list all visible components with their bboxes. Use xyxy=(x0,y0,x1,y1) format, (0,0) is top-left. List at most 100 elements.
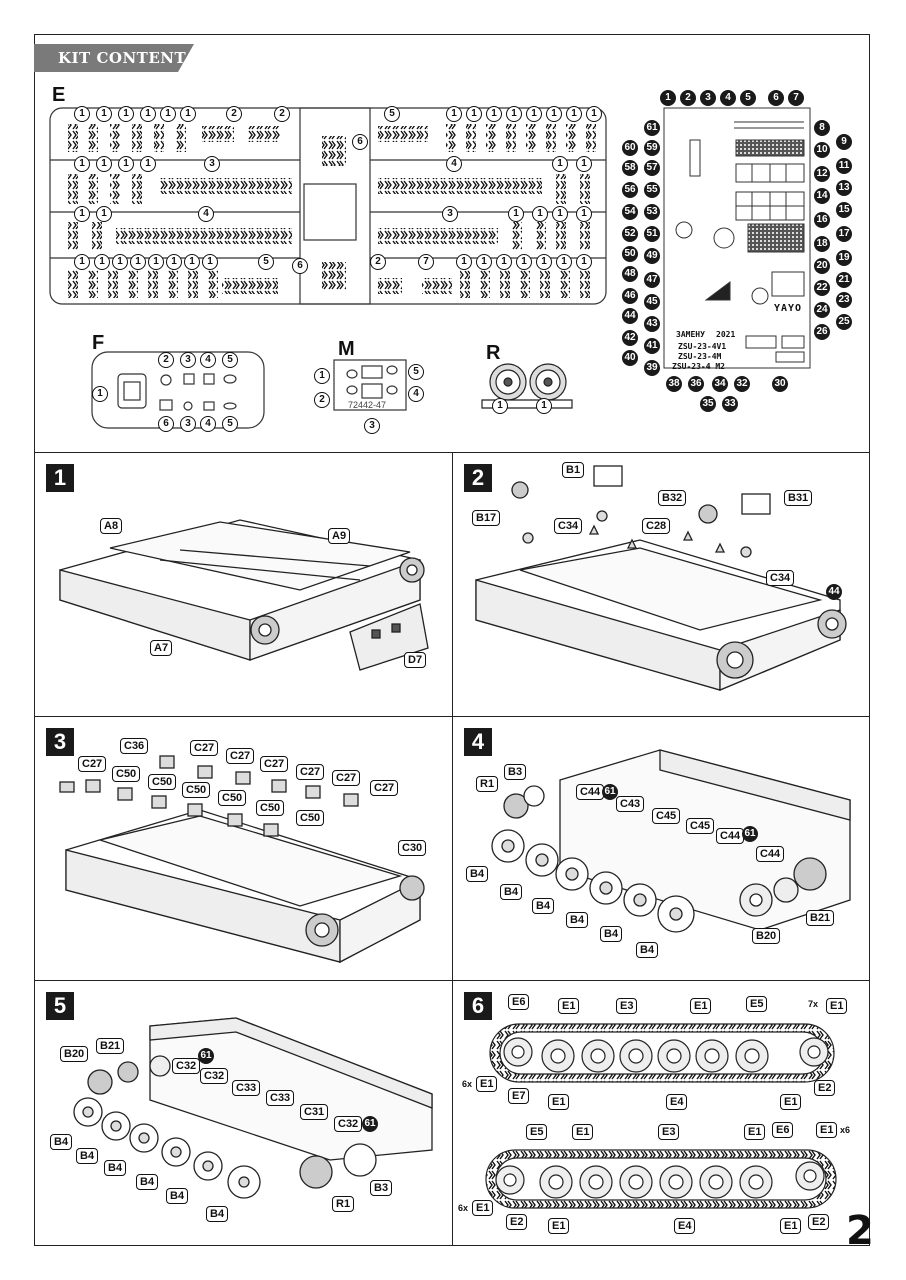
step5-hull xyxy=(73,1017,433,1199)
decal-number: 49 xyxy=(644,248,660,264)
decal-text: 2021 xyxy=(716,330,736,339)
sprue-part-number: 4 xyxy=(200,352,216,368)
sprue-part-number: 4 xyxy=(198,206,214,222)
part-callout: C27 xyxy=(226,748,255,764)
sprue-part-number: 1 xyxy=(140,106,156,122)
decal-number: 47 xyxy=(644,272,660,288)
decal-number: 43 xyxy=(644,316,660,332)
decal-number: 35 xyxy=(700,396,716,412)
part-callout-dark: 61 xyxy=(198,1048,214,1064)
multiplier: x6 xyxy=(840,1125,851,1135)
decal-number: 2 xyxy=(680,90,696,106)
sprue-part-number: 6 xyxy=(352,134,368,150)
sprue-part-number: 4 xyxy=(408,386,424,402)
sprue-part-number: 1 xyxy=(566,106,582,122)
sprue-part-number: 1 xyxy=(140,156,156,172)
part-callout: E1 xyxy=(572,1124,594,1140)
sprue-part-number: 1 xyxy=(508,206,524,222)
part-callout: C34 xyxy=(554,518,583,534)
part-callout: C50 xyxy=(182,782,211,798)
sprue-part-number: 1 xyxy=(118,106,134,122)
sprue-part-number: 1 xyxy=(166,254,182,270)
part-callout: B4 xyxy=(500,884,523,900)
part-callout: C43 xyxy=(616,796,645,812)
sprue-part-number: 1 xyxy=(486,106,502,122)
part-callout-dark: 61 xyxy=(362,1116,378,1132)
decal-number: 30 xyxy=(772,376,788,392)
part-callout: E1 xyxy=(690,998,712,1014)
decal-number: 59 xyxy=(644,140,660,156)
decal-number: 36 xyxy=(688,376,704,392)
part-callout: C33 xyxy=(266,1090,295,1106)
kit-content-banner: KIT CONTENT xyxy=(34,44,194,72)
step-number: 1 xyxy=(46,464,74,492)
part-callout: C50 xyxy=(218,790,247,806)
decal-number: 9 xyxy=(836,134,852,150)
part-callout: C27 xyxy=(190,740,219,756)
decal-text: ZSU-23-4M xyxy=(678,352,722,361)
sprue-part-number: 1 xyxy=(552,156,568,172)
sprue-part-number: 1 xyxy=(552,206,568,222)
part-callout: C50 xyxy=(256,800,285,816)
decal-number: 32 xyxy=(734,376,750,392)
decal-number: 52 xyxy=(622,226,638,242)
sprue-part-number: 5 xyxy=(408,364,424,380)
decal-number: 58 xyxy=(622,160,638,176)
decal-number: 25 xyxy=(836,314,852,330)
part-callout: B4 xyxy=(566,912,589,928)
part-callout: C28 xyxy=(642,518,671,534)
part-callout: C27 xyxy=(260,756,289,772)
decal-number: 15 xyxy=(836,202,852,218)
part-callout: C50 xyxy=(148,774,177,790)
part-callout: C32 xyxy=(334,1116,363,1132)
part-callout: C44 xyxy=(576,784,605,800)
part-callout: B21 xyxy=(96,1038,125,1054)
decal-number: 5 xyxy=(740,90,756,106)
part-callout: E2 xyxy=(506,1214,528,1230)
part-callout: E5 xyxy=(746,996,768,1012)
decal-number: 46 xyxy=(622,288,638,304)
decal-number: 3 xyxy=(700,90,716,106)
part-callout: B17 xyxy=(472,510,501,526)
part-callout: B4 xyxy=(76,1148,99,1164)
sprue-f xyxy=(91,351,265,429)
sprue-part-number: 1 xyxy=(532,206,548,222)
decal-number: 55 xyxy=(644,182,660,198)
sprue-part-number: 1 xyxy=(314,368,330,384)
step2-hull xyxy=(475,465,847,691)
decal-number: 33 xyxy=(722,396,738,412)
sprue-part-number: 1 xyxy=(492,398,508,414)
part-callout: E1 xyxy=(472,1200,494,1216)
part-callout: E7 xyxy=(508,1088,530,1104)
sprue-part-number: 5 xyxy=(258,254,274,270)
multiplier: 7x xyxy=(808,999,819,1009)
part-callout: B3 xyxy=(504,764,527,780)
sprue-part-number: 3 xyxy=(180,352,196,368)
sprue-part-number: 1 xyxy=(446,106,462,122)
sprue-letter-e: E xyxy=(52,84,66,106)
decal-number: 16 xyxy=(814,212,830,228)
part-callout: E3 xyxy=(616,998,638,1014)
part-callout: B20 xyxy=(752,928,781,944)
step4-hull xyxy=(491,749,851,933)
sprue-part-number: 1 xyxy=(576,206,592,222)
part-callout: D7 xyxy=(404,652,427,668)
decal-number: 44 xyxy=(622,308,638,324)
part-callout: E2 xyxy=(814,1080,836,1096)
decal-number: 45 xyxy=(644,294,660,310)
sprue-part-number: 1 xyxy=(202,254,218,270)
decal-number: 7 xyxy=(788,90,804,106)
sprue-part-number: 1 xyxy=(536,398,552,414)
sprue-part-number: 1 xyxy=(456,254,472,270)
decal-number: 34 xyxy=(712,376,728,392)
part-callout: E1 xyxy=(548,1094,570,1110)
sprue-part-number: 3 xyxy=(204,156,220,172)
sprue-part-number: 1 xyxy=(476,254,492,270)
decal-number: 57 xyxy=(644,160,660,176)
part-callout: C32 xyxy=(172,1058,201,1074)
sprue-part-number: 3 xyxy=(180,416,196,432)
sprue-part-number: 3 xyxy=(364,418,380,434)
part-callout: B31 xyxy=(784,490,813,506)
part-callout: E1 xyxy=(816,1122,838,1138)
